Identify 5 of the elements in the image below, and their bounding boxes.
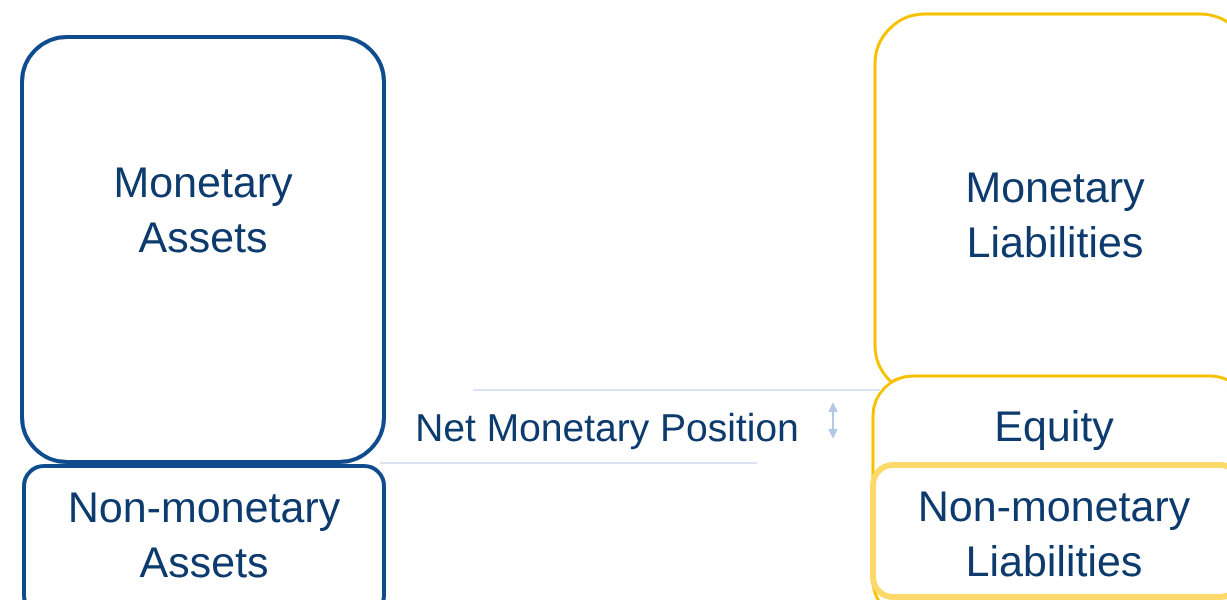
box: Monetary Assets xyxy=(20,35,386,464)
box: Non-monetary Assets xyxy=(22,464,386,600)
box: Monetary Liabilities xyxy=(873,12,1227,397)
box: Non-monetary Liabilities xyxy=(870,462,1227,600)
dimension-label: Net Monetary Position xyxy=(418,412,797,450)
